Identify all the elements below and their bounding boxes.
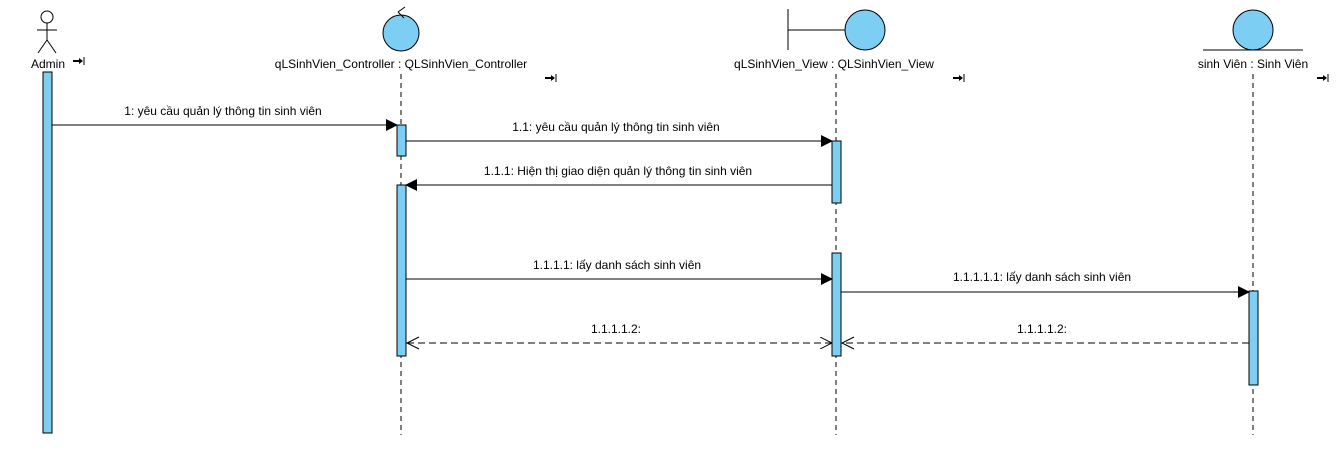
lifeline-label-view: qLSinhVien_View : QLSinhVien_View xyxy=(734,57,934,71)
message-label: 1.1.1.1.2: xyxy=(1017,322,1067,336)
activation-bar-view-2 xyxy=(831,252,842,357)
lifeline-view[interactable]: qLSinhVien_View : QLSinhVien_View xyxy=(734,9,965,435)
lifeline-label-entity: sinh Viên : Sinh Viên xyxy=(1198,57,1308,71)
message-label: 1.1.1.1.2: xyxy=(591,322,641,336)
return-message-view[interactable]: 1.1.1.1.2: xyxy=(840,322,1249,350)
lifeline-admin[interactable]: Admin xyxy=(31,10,85,434)
anchor-arrow-icon[interactable] xyxy=(953,74,965,82)
stick-figure-icon xyxy=(37,10,57,54)
message-1-1-1-1[interactable]: 1.1.1.1: lấy danh sách sinh viên xyxy=(406,258,833,285)
message-label: 1.1: yêu cầu quản lý thông tin sinh viên xyxy=(512,120,719,134)
anchor-arrow-icon[interactable] xyxy=(73,57,85,65)
message-label: 1.1.1: Hiện thị giao diện quản lý thông … xyxy=(484,164,752,178)
lifeline-label-controller: qLSinhVien_Controller : QLSinhVien_Contr… xyxy=(275,57,527,71)
message-label: 1.1.1.1: lấy danh sách sinh viên xyxy=(533,258,701,272)
boundary-icon xyxy=(787,9,886,51)
activation-bar-entity xyxy=(1248,290,1259,386)
activation-bar-controller-2 xyxy=(396,184,407,357)
message-1-1-1-1-1[interactable]: 1.1.1.1.1: lấy danh sách sinh viên xyxy=(841,270,1250,298)
activation-bar-admin xyxy=(42,71,53,434)
message-1[interactable]: 1: yêu cầu quản lý thông tin sinh viên xyxy=(52,104,398,131)
anchor-arrow-icon[interactable] xyxy=(1317,74,1329,82)
anchor-arrow-icon[interactable] xyxy=(545,74,557,82)
lifeline-entity[interactable]: sinh Viên : Sinh Viên xyxy=(1198,9,1329,435)
message-1-1-1[interactable]: 1.1.1: Hiện thị giao diện quản lý thông … xyxy=(405,164,832,191)
message-label: 1.1.1.1.1: lấy danh sách sinh viên xyxy=(953,270,1131,284)
message-label: 1: yêu cầu quản lý thông tin sinh viên xyxy=(124,104,321,118)
activation-bar-controller-1 xyxy=(396,124,407,157)
lifeline-label-admin: Admin xyxy=(31,57,65,71)
message-1-1[interactable]: 1.1: yêu cầu quản lý thông tin sinh viên xyxy=(406,120,833,147)
control-circle-icon xyxy=(382,6,420,52)
entity-icon xyxy=(1203,9,1303,51)
activation-bar-view-1 xyxy=(831,140,842,204)
return-message-controller[interactable]: 1.1.1.1.2: xyxy=(405,322,832,350)
lifeline-controller[interactable]: qLSinhVien_Controller : QLSinhVien_Contr… xyxy=(275,6,557,435)
